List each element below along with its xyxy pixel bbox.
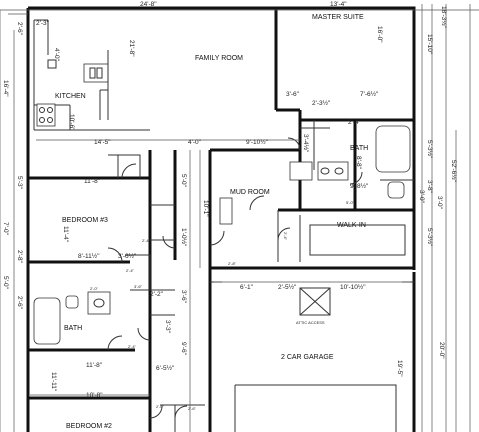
- attic-access-label: ATTIC ACCESS: [296, 320, 325, 325]
- dim-label: 10'-10½": [340, 283, 366, 291]
- vanity: [317, 161, 349, 181]
- dim-label: 2'-4": [126, 268, 135, 273]
- dim-label: 7'-6½": [360, 90, 379, 98]
- fridge-outline: [47, 59, 57, 69]
- dimension-labels: 24'-8" 13'-4" 2'-3" 3'-6" 7'-6½" 2'-3½" …: [36, 1, 379, 411]
- hall-vanity: [87, 291, 111, 315]
- dim-label: 21'-8": [128, 40, 135, 57]
- master-tub: [375, 125, 411, 173]
- dim-label: 2'-0": [90, 286, 99, 291]
- dim-label: 6'-1": [240, 284, 254, 291]
- dim-label: 5'-3½": [426, 228, 434, 247]
- garage-label: 2 CAR GARAGE: [281, 354, 334, 361]
- walls: [26, 6, 416, 432]
- dim-label: 9'-10½": [246, 138, 269, 146]
- master-toilet: [387, 181, 405, 199]
- dim-label: 8'-11½": [78, 252, 100, 260]
- dim-label: 2'-4": [348, 119, 362, 126]
- kitchen-sink: [83, 63, 109, 83]
- dim-label: 1'-0½": [180, 228, 188, 247]
- mud-bench: [219, 197, 233, 225]
- dim-label: 2'-3½": [312, 99, 331, 107]
- dim-label: 5'-0": [180, 174, 187, 188]
- dim-label: 3'-6": [134, 284, 143, 289]
- master-suite-label: MASTER SUITE: [312, 14, 364, 21]
- dim-label: 3'-4½": [302, 134, 310, 153]
- dim-label: 11'-8": [84, 178, 101, 185]
- dim-label: 11'-8": [86, 362, 103, 369]
- dim-label: 2'-6": [16, 296, 23, 310]
- walk-in-label: WALK-IN: [337, 222, 366, 229]
- washer: [289, 161, 313, 181]
- dim-label: 14'-5": [94, 139, 111, 146]
- hall-bath-label: BATH: [64, 325, 82, 332]
- dim-label: 7'-0": [2, 222, 9, 236]
- dim-label: 10'-1": [202, 200, 209, 217]
- hall-tub: [33, 297, 61, 345]
- dim-label: 5'-0": [346, 200, 355, 205]
- dim-label: 52'-6½": [450, 160, 458, 183]
- dim-label: 2'-4": [283, 232, 288, 241]
- master-bath-label: BATH: [350, 145, 368, 152]
- dim-label: 10'-6": [68, 114, 75, 131]
- dimension-lines: [0, 4, 479, 432]
- dim-label: 3'-8": [426, 180, 433, 194]
- dim-label: 2'-6": [188, 406, 197, 411]
- dim-label: 5'-3": [16, 176, 23, 190]
- dim-label: 3'-6": [180, 290, 187, 304]
- dim-label: 5'-3½": [426, 140, 434, 159]
- dim-label: 3'-0": [436, 196, 443, 210]
- dim-label: 11'-4": [62, 226, 69, 243]
- interior-lines: [33, 19, 414, 432]
- dim-label: 3'-6½": [118, 252, 137, 260]
- attic-access-box: [299, 287, 331, 316]
- dim-label: 9'-6": [180, 342, 187, 356]
- dim-label: 9'-8½": [350, 182, 369, 190]
- dim-label: 19'-5": [396, 360, 403, 377]
- room-labels: MASTER SUITE FAMILY ROOM KITCHEN BATH MU…: [55, 14, 368, 430]
- dim-label: 16'-4": [2, 80, 9, 97]
- dim-label: 15'-10": [426, 34, 433, 55]
- dim-label: 2'-8": [16, 250, 23, 264]
- dim-label: 16'-0": [376, 26, 383, 43]
- dim-label: 11'-11": [50, 372, 57, 392]
- dim-label: 2'-2": [150, 291, 164, 298]
- dim-label: 24'-8": [140, 1, 157, 8]
- kitchen-label: KITCHEN: [55, 93, 86, 100]
- dimension-labels-vertical: 21'-8" 16'-0" 4'-0" 10'-6" 3'-4½" 8'-8" …: [2, 6, 458, 392]
- bedroom2-label: BEDROOM #2: [66, 423, 112, 430]
- dim-label: 2'-5½": [278, 283, 297, 291]
- dim-label: 2'-4": [142, 238, 151, 243]
- family-room-label: FAMILY ROOM: [195, 55, 243, 62]
- dim-label: 2'-3": [36, 20, 50, 27]
- dim-label: 13'-4": [330, 1, 347, 8]
- dim-label: 2'-4": [128, 344, 137, 349]
- range: [36, 103, 56, 127]
- dim-label: 20'-0": [438, 342, 445, 359]
- bedroom3-label: BEDROOM #3: [62, 217, 108, 224]
- hall-toilet: [65, 295, 79, 309]
- dim-label: 18'-3½": [440, 6, 448, 29]
- dim-label: 2'-8": [228, 261, 237, 266]
- dim-label: 10'-8": [86, 392, 103, 399]
- dim-label: 6'-5½": [156, 364, 175, 372]
- dim-label: 5'-0": [2, 276, 9, 290]
- dim-label: 3'-6": [286, 91, 300, 98]
- doors: [107, 137, 363, 419]
- dim-label: 2'-0": [156, 404, 165, 409]
- mud-room-label: MUD ROOM: [230, 189, 270, 196]
- dim-label: 4'-0": [53, 48, 60, 62]
- dim-label: 4'-0": [188, 139, 202, 146]
- dim-label: 2'-6": [16, 22, 23, 36]
- dim-label: 3'-3": [164, 320, 171, 334]
- dim-label: 3'-0": [418, 190, 425, 204]
- dim-label: 8'-8": [355, 156, 362, 170]
